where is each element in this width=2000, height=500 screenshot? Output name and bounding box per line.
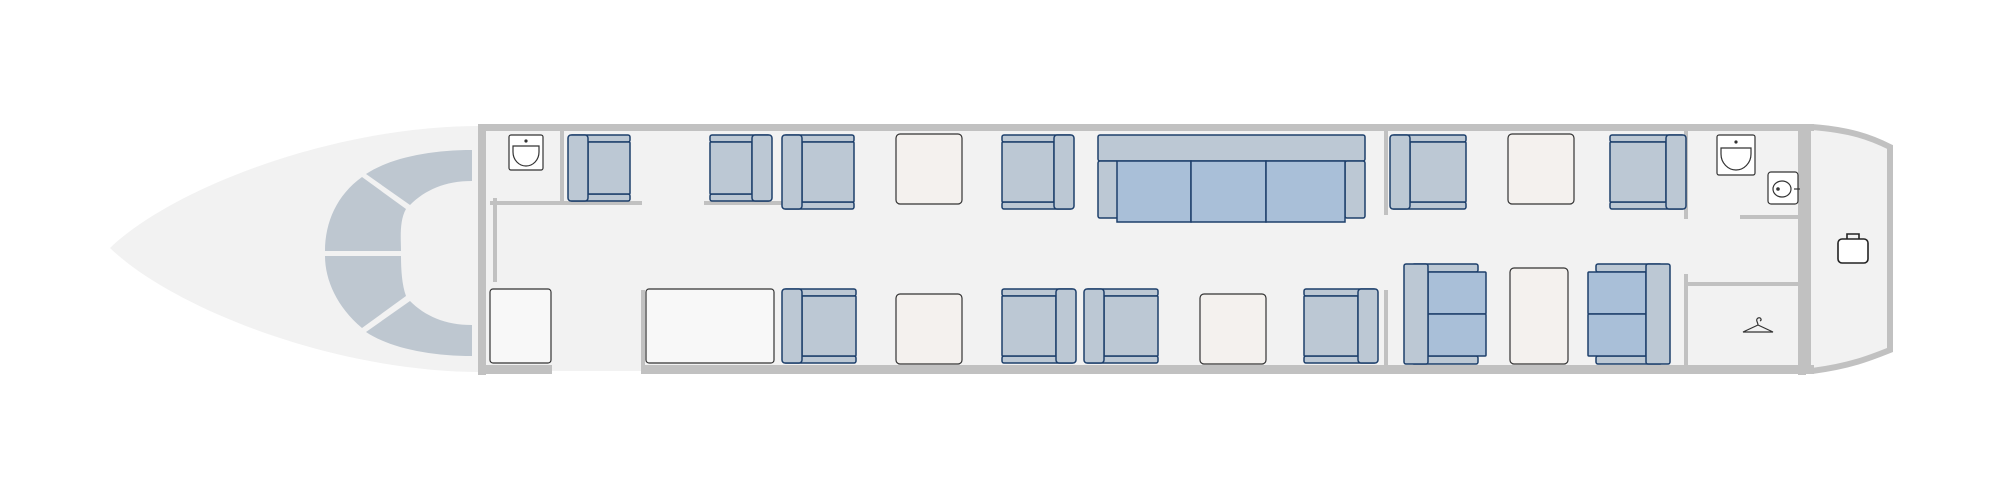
seat bbox=[1001, 288, 1077, 364]
cockpit-seating bbox=[325, 150, 472, 356]
seat bbox=[1389, 134, 1467, 210]
seat bbox=[567, 134, 631, 202]
double-seat bbox=[1403, 263, 1487, 365]
sink-icon bbox=[508, 134, 544, 171]
table bbox=[895, 293, 963, 365]
interior-partitions bbox=[490, 131, 1802, 370]
table bbox=[1507, 133, 1575, 205]
seat-group bbox=[567, 134, 1687, 364]
cabinets bbox=[489, 288, 775, 364]
double-seat bbox=[1587, 263, 1671, 365]
seat bbox=[1001, 134, 1075, 210]
tables bbox=[895, 133, 1575, 365]
table bbox=[1199, 293, 1267, 365]
credenza-cabinet bbox=[645, 288, 775, 364]
seat bbox=[709, 134, 773, 202]
table bbox=[1509, 267, 1569, 365]
fuselage-walls bbox=[478, 124, 1814, 375]
seat bbox=[781, 288, 857, 364]
double-seat-group bbox=[1403, 263, 1671, 365]
divan-sofa bbox=[1097, 134, 1366, 223]
galley-cabinet bbox=[489, 288, 552, 364]
hanger-icon bbox=[1742, 317, 1774, 333]
sink-icon bbox=[1716, 134, 1756, 176]
seat bbox=[781, 134, 855, 210]
luggage-icon bbox=[1837, 233, 1869, 264]
seat bbox=[1303, 288, 1379, 364]
seat bbox=[1083, 288, 1159, 364]
seat bbox=[1609, 134, 1687, 210]
toilet-icon bbox=[1767, 171, 1800, 205]
table bbox=[895, 133, 963, 205]
